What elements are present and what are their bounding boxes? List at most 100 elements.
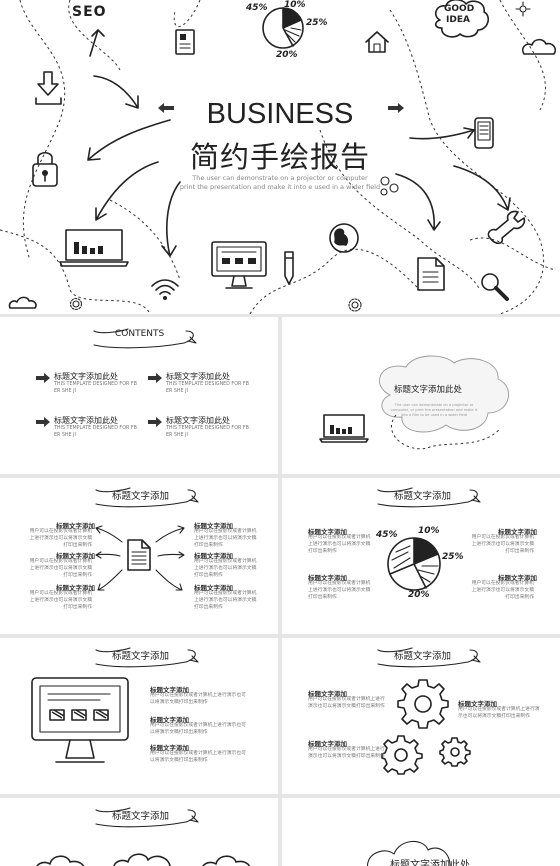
pie-label: 20% — [408, 590, 430, 600]
document-icon — [175, 29, 195, 55]
block-body: 用户可以在投影仪或者计算机上进行演示也可以将演示文稿打印出来制作 — [29, 529, 92, 548]
block-body: 用户可以在投影仪或者计算机上进行演示也可以将演示文稿打印出来制作 — [29, 591, 92, 610]
title-arrow-frame — [95, 807, 199, 828]
cloud-frame — [367, 840, 451, 866]
block-title: 标题文字添加 — [308, 528, 347, 536]
section-slide[interactable]: 标题文字添加此处 The user can demonstrate on a p… — [282, 317, 560, 474]
block-body: 用户可以在投影仪或者计算机上进行演示也可以将演示文稿打印出来制作 — [308, 581, 371, 600]
cover-title-en: BUSINESS — [206, 98, 354, 130]
good-idea-cloud — [434, 0, 490, 38]
slide-document-arrows[interactable]: 标题文字添加 标题文字添加 用户可以在投影仪或者计算机上进行演示也可以将演示文稿… — [0, 478, 278, 634]
title-arrow-frame — [95, 647, 199, 668]
slide-partial[interactable]: 标题文字添加此处 — [282, 798, 560, 866]
monitor-icon — [31, 677, 129, 763]
gear-icon — [69, 297, 83, 311]
section-title: 标题文字添加此处 — [394, 385, 463, 395]
arrow-up-icon — [89, 29, 105, 57]
curved-arrow-icon — [409, 127, 475, 140]
document-icon — [417, 257, 445, 291]
mobile-icon — [474, 117, 494, 149]
pie-label-10: 10% — [284, 0, 306, 10]
cloud-icon — [113, 853, 171, 866]
arrow-right-icon — [36, 373, 50, 383]
curved-arrow-icon — [395, 173, 441, 231]
contents-item-title: 标题文字添加此处 — [54, 416, 118, 425]
contents-item-title: 标题文字添加此处 — [166, 416, 230, 425]
cloud-icon — [8, 296, 37, 309]
lock-icon — [32, 151, 58, 187]
slide-monitor[interactable]: 标题文字添加 标题文字添加 用户可以在投影仪或者计算机上进行演示也可以将演示文稿… — [0, 638, 278, 794]
curved-arrow-icon — [93, 75, 139, 109]
block-title: 标题文字添加 — [150, 716, 189, 724]
block-body: 用户可以在投影仪或者计算机上进行演示也可以将演示文稿打印出来制作 — [194, 591, 257, 610]
laptop-icon — [319, 414, 369, 443]
cloud-frame — [379, 355, 509, 450]
block-title: 标题文字添加 — [56, 584, 95, 592]
block-body: 用户可以在投影仪或者计算机上进行演示也可以将演示文稿打印出来制作 — [458, 707, 540, 719]
pie-label: 45% — [376, 530, 398, 540]
contents-slide[interactable]: CONTENTS 标题文字添加此处 THIS TEMPLATE DESIGNED… — [0, 317, 278, 474]
document-icon — [127, 539, 151, 571]
block-body: 用户可以在投影仪或者计算机上进行演示也可以将演示文稿打印出来制作 — [150, 693, 246, 705]
arrow-right-icon — [388, 103, 404, 113]
pie-label-20: 20% — [276, 50, 298, 60]
block-title: 标题文字添加 — [194, 522, 233, 530]
pie-chart-doodle — [262, 7, 304, 49]
block-body: 用户可以在投影仪或者计算机上进行演示也可以将演示文稿打印出来制作 — [471, 535, 534, 554]
contents-item-title: 标题文字添加此处 — [166, 372, 230, 381]
block-title: 标题文字添加 — [458, 700, 497, 708]
cloud-icon — [521, 38, 557, 55]
block-body: 用户可以在投影仪或者计算机上进行演示也可以将演示文稿打印出来制作 — [471, 581, 534, 600]
title-arrow-frame — [377, 487, 481, 508]
curved-arrow-icon — [87, 119, 171, 161]
gear-icon — [381, 735, 423, 775]
slide-heading: 标题文字添加 — [394, 651, 452, 662]
block-title: 标题文字添加 — [56, 552, 95, 560]
globe-icon — [329, 223, 359, 253]
block-title: 标题文字添加 — [498, 574, 537, 582]
pencil-icon — [284, 251, 294, 285]
flower-icon — [515, 1, 531, 17]
slide-gears[interactable]: 标题文字添加 标题文字添加 用户可以在投影仪或者计算机上进行演示也可以将演示文稿… — [282, 638, 560, 794]
block-body: 用户可以在投影仪或者计算机上进行演示也可以将演示文稿打印出来制作 — [194, 529, 257, 548]
slide-heading: 标题文字添加 — [394, 491, 452, 502]
radial-arrows — [95, 525, 185, 591]
contents-heading: CONTENTS — [115, 329, 165, 339]
block-title: 标题文字添加 — [194, 584, 233, 592]
block-body: 用户可以在投影仪或者计算机上进行演示也可以将演示文稿打印出来制作 — [308, 697, 385, 709]
slide-heading: 标题文字添加此处 — [390, 860, 470, 866]
arrow-right-icon — [148, 373, 162, 383]
magnifier-icon — [481, 273, 509, 301]
slide-heading: 标题文字添加 — [112, 811, 170, 822]
gear-icon — [439, 737, 471, 767]
dashed-paths — [0, 0, 556, 314]
cover-subtitle-2: print the presentation and make it into … — [179, 183, 381, 191]
contents-item-desc: THIS TEMPLATE DESIGNED FOR FB ER SHE JI — [54, 382, 137, 394]
pie-label: 10% — [418, 526, 440, 536]
cover-title-cn: 简约手绘报告 — [189, 140, 370, 174]
arrow-left-icon — [158, 103, 174, 113]
section-desc: The user can demonstrate on a projector … — [390, 403, 478, 417]
slide-heading: 标题文字添加 — [112, 491, 170, 502]
slide-clouds[interactable]: 标题文字添加 — [0, 798, 278, 866]
home-icon — [365, 31, 389, 53]
block-title: 标题文字添加 — [308, 740, 347, 748]
gear-icon — [397, 679, 449, 729]
curved-arrow-icon — [161, 181, 181, 257]
seo-doodle-text: SEO — [72, 4, 107, 20]
block-title: 标题文字添加 — [56, 522, 95, 530]
laptop-icon — [59, 229, 129, 267]
wrench-icon — [487, 210, 526, 245]
pie-label-45: 45% — [246, 3, 268, 13]
gear-icon — [348, 298, 362, 312]
block-title: 标题文字添加 — [498, 528, 537, 536]
arrow-right-icon — [148, 417, 162, 427]
block-title: 标题文字添加 — [308, 690, 347, 698]
gears-icon — [380, 176, 399, 196]
curved-arrow-icon — [95, 161, 159, 221]
cover-slide[interactable]: SEO 45% — [0, 0, 560, 314]
slide-pie[interactable]: 标题文字添加 45% 10% 25% 20% 标题文字添加 用户可以在投影仪或者… — [282, 478, 560, 634]
pie-label: 25% — [442, 552, 464, 562]
block-body: 用户可以在投影仪或者计算机上进行演示也可以将演示文稿打印出来制作 — [194, 559, 257, 578]
wifi-icon — [151, 279, 179, 300]
